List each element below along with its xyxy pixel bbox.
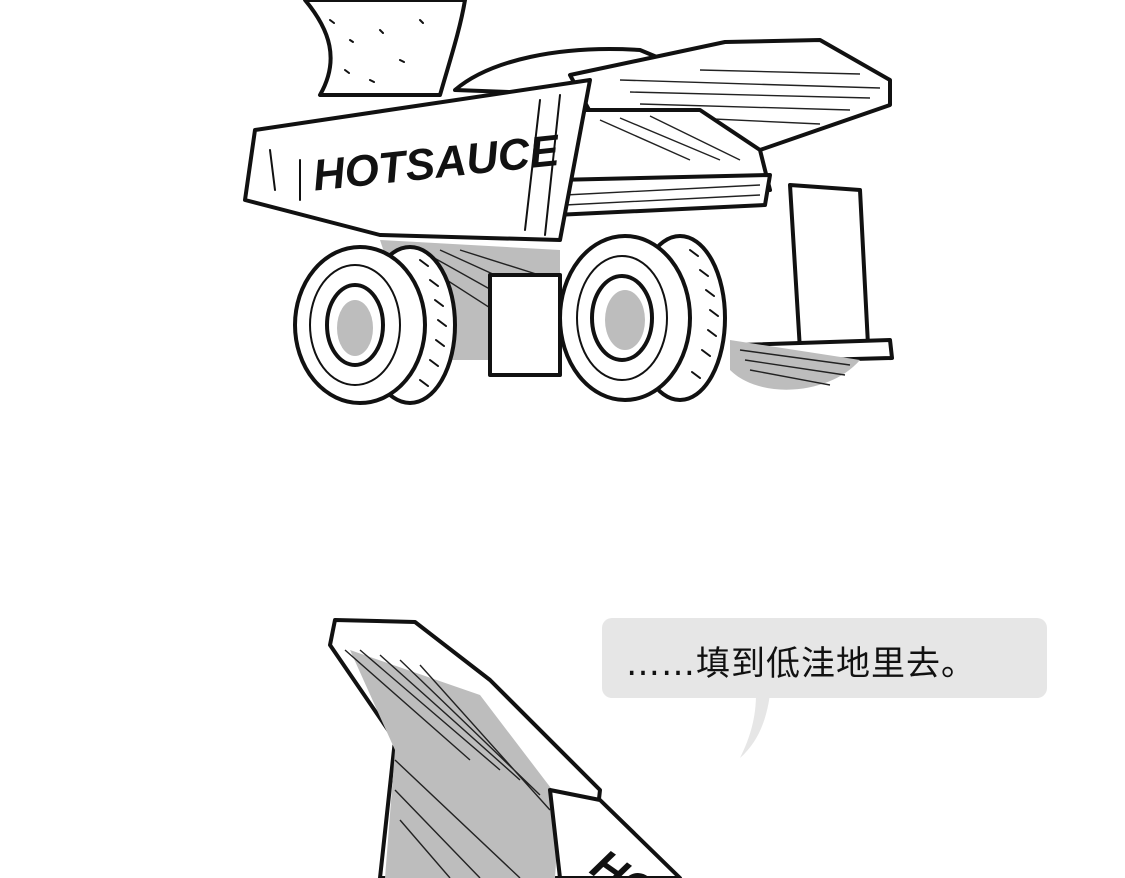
front-wheel (558, 234, 727, 402)
tilted-truck-illustration: HO (328, 618, 682, 878)
speech-bubble-tail (740, 694, 770, 758)
comic-panel-top: HOTSAUCE (0, 0, 1125, 420)
dirt-pile (303, 0, 467, 97)
comic-panel-bottom: HO (0, 600, 1125, 878)
dump-body (243, 78, 592, 242)
speech-text: ……填到低洼地里去。 (626, 644, 976, 684)
rear-wheel (293, 245, 457, 405)
speech-bubble: ……填到低洼地里去。 (602, 618, 1047, 698)
rear-fender (788, 183, 870, 352)
dump-truck-illustration: HOTSAUCE (243, 0, 894, 405)
chassis-block (488, 273, 562, 377)
